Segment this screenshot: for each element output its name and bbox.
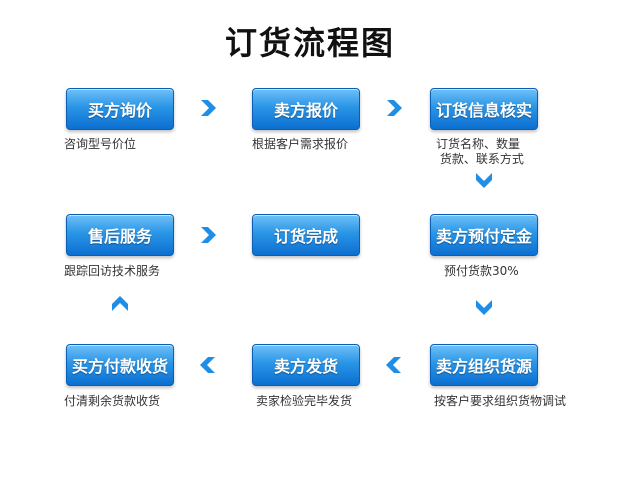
chevron-right-icon [198, 98, 218, 118]
chevron-left-icon [384, 355, 404, 375]
step-after-sales-desc: 跟踪回访技术服务 [64, 264, 161, 278]
step-after-sales[interactable]: 售后服务 [66, 214, 174, 256]
chevron-left-icon [198, 355, 218, 375]
step-seller-source[interactable]: 卖方组织货源 [430, 344, 538, 386]
step-buyer-pay-receive[interactable]: 买方付款收货 [66, 344, 174, 386]
step-buyer-inquiry[interactable]: 买方询价 [66, 88, 174, 130]
step-seller-quote[interactable]: 卖方报价 [252, 88, 360, 130]
step-seller-deposit[interactable]: 卖方预付定金 [430, 214, 538, 256]
chevron-up-icon [110, 294, 130, 314]
step-seller-quote-desc: 根据客户需求报价 [252, 137, 349, 151]
step-seller-deposit-desc: 预付货款30% [444, 264, 519, 278]
step-order-verify-desc: 订货名称、数量 货款、联系方式 [436, 137, 524, 166]
step-seller-ship-desc: 卖家检验完毕发货 [256, 394, 353, 408]
chevron-right-icon [384, 98, 404, 118]
step-seller-ship[interactable]: 卖方发货 [252, 344, 360, 386]
chevron-down-icon [474, 297, 494, 317]
step-buyer-inquiry-desc: 咨询型号价位 [64, 137, 137, 151]
chevron-down-icon [474, 170, 494, 190]
step-order-complete[interactable]: 订货完成 [252, 214, 360, 256]
step-order-verify[interactable]: 订货信息核实 [430, 88, 538, 130]
chevron-right-icon [198, 225, 218, 245]
page-title: 订货流程图 [224, 24, 395, 62]
step-seller-source-desc: 按客户要求组织货物调试 [434, 394, 567, 408]
step-buyer-pay-receive-desc: 付清剩余货款收货 [64, 394, 161, 408]
